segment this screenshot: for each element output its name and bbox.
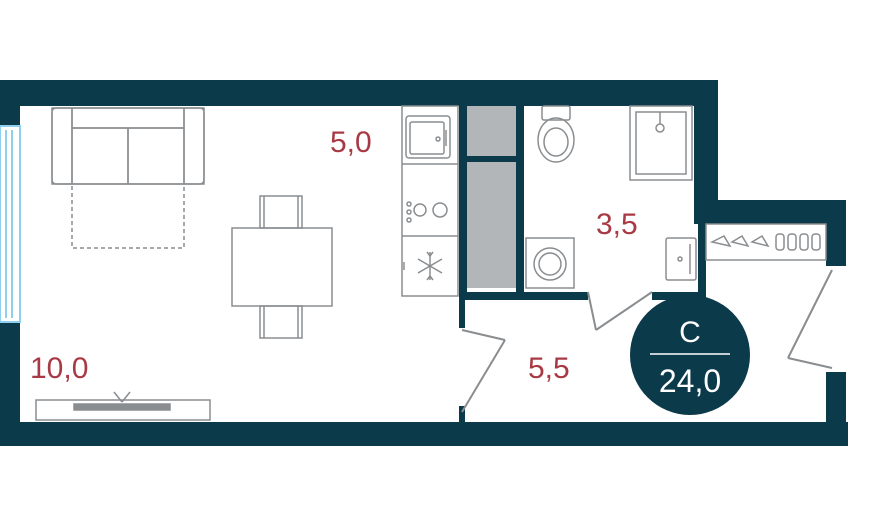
wall-bath-right — [694, 80, 718, 200]
utility-shafts — [467, 106, 516, 288]
sofa-icon — [51, 107, 205, 249]
wall-left-lower — [0, 322, 20, 446]
dining-table-icon — [231, 195, 333, 339]
cooktop-icon — [406, 201, 448, 223]
toilet-icon — [537, 105, 575, 163]
window-icon — [0, 125, 21, 323]
wall-wardrobe-top — [694, 200, 846, 224]
wall-right-lower — [826, 372, 846, 446]
shaft-upper — [467, 106, 516, 156]
wall-hall-left — [459, 106, 467, 300]
shaft-lower — [467, 162, 516, 288]
washing-machine-icon — [525, 237, 575, 289]
wall-right-upper — [826, 200, 846, 266]
apartment-type: С — [679, 316, 701, 349]
wardrobe-icon — [705, 223, 827, 261]
wall-bottom — [0, 422, 848, 446]
wall-bath-bottom-left — [460, 292, 588, 300]
wall-bath-bottom-right — [652, 292, 700, 300]
fridge-icon — [403, 251, 443, 281]
apartment-badge: С 24,0 — [630, 295, 750, 415]
wall-bath-right-inner — [698, 200, 706, 300]
kitchen-unit — [401, 105, 459, 297]
shower-icon — [629, 105, 693, 181]
washbasin-icon — [665, 237, 697, 281]
wall-kitchen-stub — [459, 300, 465, 328]
bathroom-area: 3,5 — [596, 208, 638, 241]
wall-hall-stub — [459, 406, 465, 424]
walls — [0, 80, 848, 446]
badge-circle — [630, 295, 750, 415]
wall-bath-left — [516, 106, 524, 300]
wall-left-upper — [0, 80, 20, 126]
wall-top — [0, 80, 718, 106]
sink-icon — [405, 115, 451, 159]
tv-stand-icon — [35, 391, 211, 421]
living-room-area: 10,0 — [30, 352, 88, 385]
hallway-area: 5,5 — [528, 352, 570, 385]
door-icon — [461, 269, 833, 413]
total-area: 24,0 — [659, 363, 721, 399]
kitchen-area: 5,0 — [330, 126, 372, 159]
